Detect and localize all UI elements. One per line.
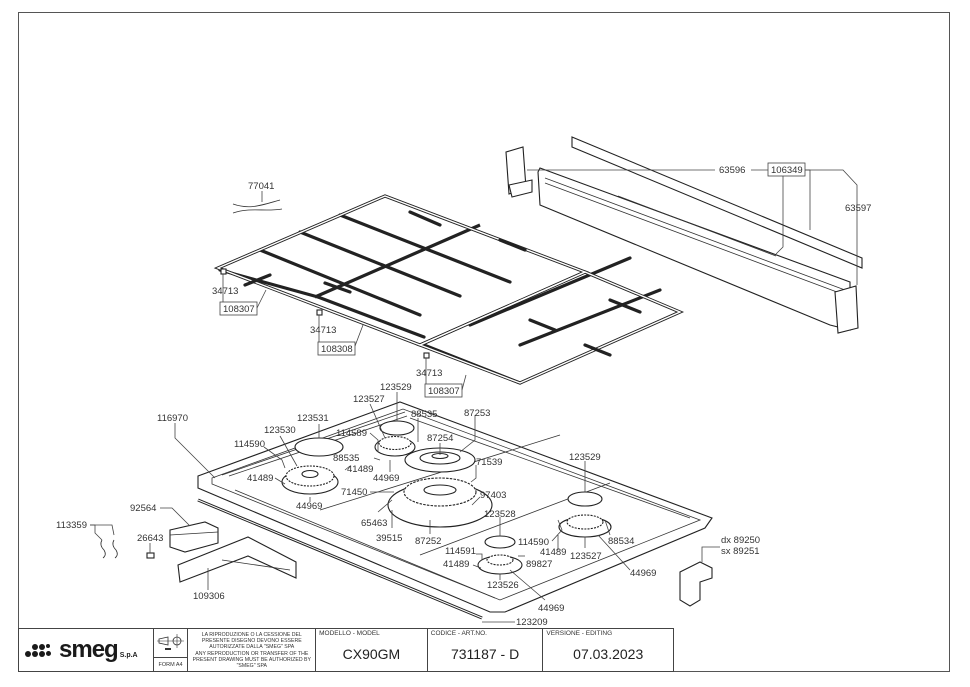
form-size: FORM A4 (158, 661, 183, 668)
callout-89827: 89827 (526, 559, 552, 570)
callout-109306: 109306 (193, 591, 225, 602)
model-value: CX90GM (342, 646, 401, 662)
backguard-assembly (505, 136, 863, 334)
callout-89251-sx: sx 89251 (721, 546, 760, 557)
callout-123526: 123526 (487, 580, 519, 591)
projection-symbol-icon (153, 629, 188, 658)
callout-34713-left: 34713 (212, 286, 238, 297)
callout-44969-front: 44969 (538, 603, 564, 614)
burner-front-center (477, 535, 523, 575)
callout-108308: 108308 (321, 344, 353, 355)
callout-41489-left: 41489 (247, 473, 273, 484)
version-value: 07.03.2023 (573, 646, 644, 662)
version-cell: VERSIONE - EDITING 07.03.2023 (543, 629, 673, 671)
callout-92564: 92564 (130, 503, 156, 514)
burner-left-rear (281, 437, 344, 495)
callout-34713-right: 34713 (416, 368, 442, 379)
callout-41489-mid: 41489 (347, 464, 373, 475)
smeg-logo-dots-icon (25, 640, 59, 660)
callout-108307-left: 108307 (223, 304, 255, 315)
code-value: 731187 - D (450, 646, 520, 662)
rubber-kit-77041 (232, 199, 283, 214)
notice-english: ANY REPRODUCTION OR TRANSFER OF THE PRES… (192, 650, 311, 670)
callout-41489-right: 41489 (540, 547, 566, 558)
callout-123530: 123530 (264, 425, 296, 436)
callout-123209: 123209 (516, 617, 548, 628)
callout-114589: 114589 (336, 428, 367, 439)
callout-41489-front: 41489 (443, 559, 469, 570)
callout-44969-right: 44969 (630, 568, 656, 579)
backguard-bracket-right-shape (834, 285, 859, 334)
callout-71450: 71450 (341, 487, 367, 498)
callout-63596: 63596 (719, 165, 745, 176)
callout-34713-center: 34713 (310, 325, 336, 336)
brand-name: smeg (59, 636, 119, 663)
brand-logo: smeg S.p.A (19, 629, 154, 671)
callout-44969-left: 44969 (296, 501, 322, 512)
callout-114590-right: 114590 (518, 537, 549, 548)
callout-71539: 71539 (476, 457, 502, 468)
model-header: MODELLO - MODEL (319, 630, 380, 637)
rubber-foot-icon (220, 268, 227, 275)
callout-123528: 123528 (484, 509, 516, 520)
callout-39515: 39515 (376, 533, 402, 544)
callout-116970: 116970 (157, 413, 188, 424)
title-block: smeg S.p.A FORM A4 LA RIPRODUZIONE O LA … (18, 628, 674, 672)
callout-114590-left: 114590 (234, 439, 265, 450)
callout-87254: 87254 (427, 433, 453, 444)
springs-113359 (100, 539, 118, 559)
callout-65463: 65463 (361, 518, 387, 529)
callout-26643: 26643 (137, 533, 163, 544)
version-header: VERSIONE - EDITING (546, 630, 613, 637)
callout-106349: 106349 (771, 165, 803, 176)
rubber-foot-icon (316, 309, 323, 316)
rubber-foot-icon (423, 352, 430, 359)
callout-89250-dx: dx 89250 (721, 535, 760, 546)
callout-113359: 113359 (56, 520, 87, 531)
callout-123529-top: 123529 (380, 382, 412, 393)
callout-123529-right: 123529 (569, 452, 601, 463)
callout-44969-mid: 44969 (373, 473, 399, 484)
callout-123527-top: 123527 (353, 394, 385, 405)
callout-88535-left: 88535 (333, 453, 359, 464)
model-cell: MODELLO - MODEL CX90GM (316, 629, 428, 671)
callout-123527-right: 123527 (570, 551, 602, 562)
form-cell: FORM A4 (153, 629, 189, 671)
callout-77041: 77041 (248, 181, 274, 192)
notice-italian: LA RIPRODUZIONE O LA CESSIONE DEL PRESEN… (201, 632, 302, 651)
callout-87252: 87252 (415, 536, 441, 547)
side-bracket-shape (679, 561, 713, 607)
callout-123531: 123531 (297, 413, 329, 424)
callout-box-106349 (767, 162, 806, 177)
bracket-109306-shape (177, 536, 297, 583)
callout-114591: 114591 (445, 546, 476, 557)
code-cell: CODICE - ART.NO. 731187 - D (428, 629, 544, 671)
callout-88535-top: 88535 (411, 409, 437, 420)
callout-108307-right: 108307 (428, 386, 460, 397)
callout-87253: 87253 (464, 408, 490, 419)
wok-burner (387, 447, 493, 528)
callout-88534: 88534 (608, 536, 634, 547)
burner-center-rear (374, 420, 416, 457)
code-header: CODICE - ART.NO. (430, 630, 487, 637)
copyright-notice: LA RIPRODUZIONE O LA CESSIONE DEL PRESEN… (188, 629, 317, 671)
pan-supports (213, 194, 685, 385)
backguard-panel (537, 167, 851, 331)
clip-26643-icon (146, 552, 155, 559)
brand-suffix: S.p.A (119, 651, 138, 659)
callout-63597: 63597 (845, 203, 871, 214)
burner-right (558, 491, 612, 538)
callout-97403: 97403 (480, 490, 506, 501)
ignition-module-shape (169, 521, 219, 553)
